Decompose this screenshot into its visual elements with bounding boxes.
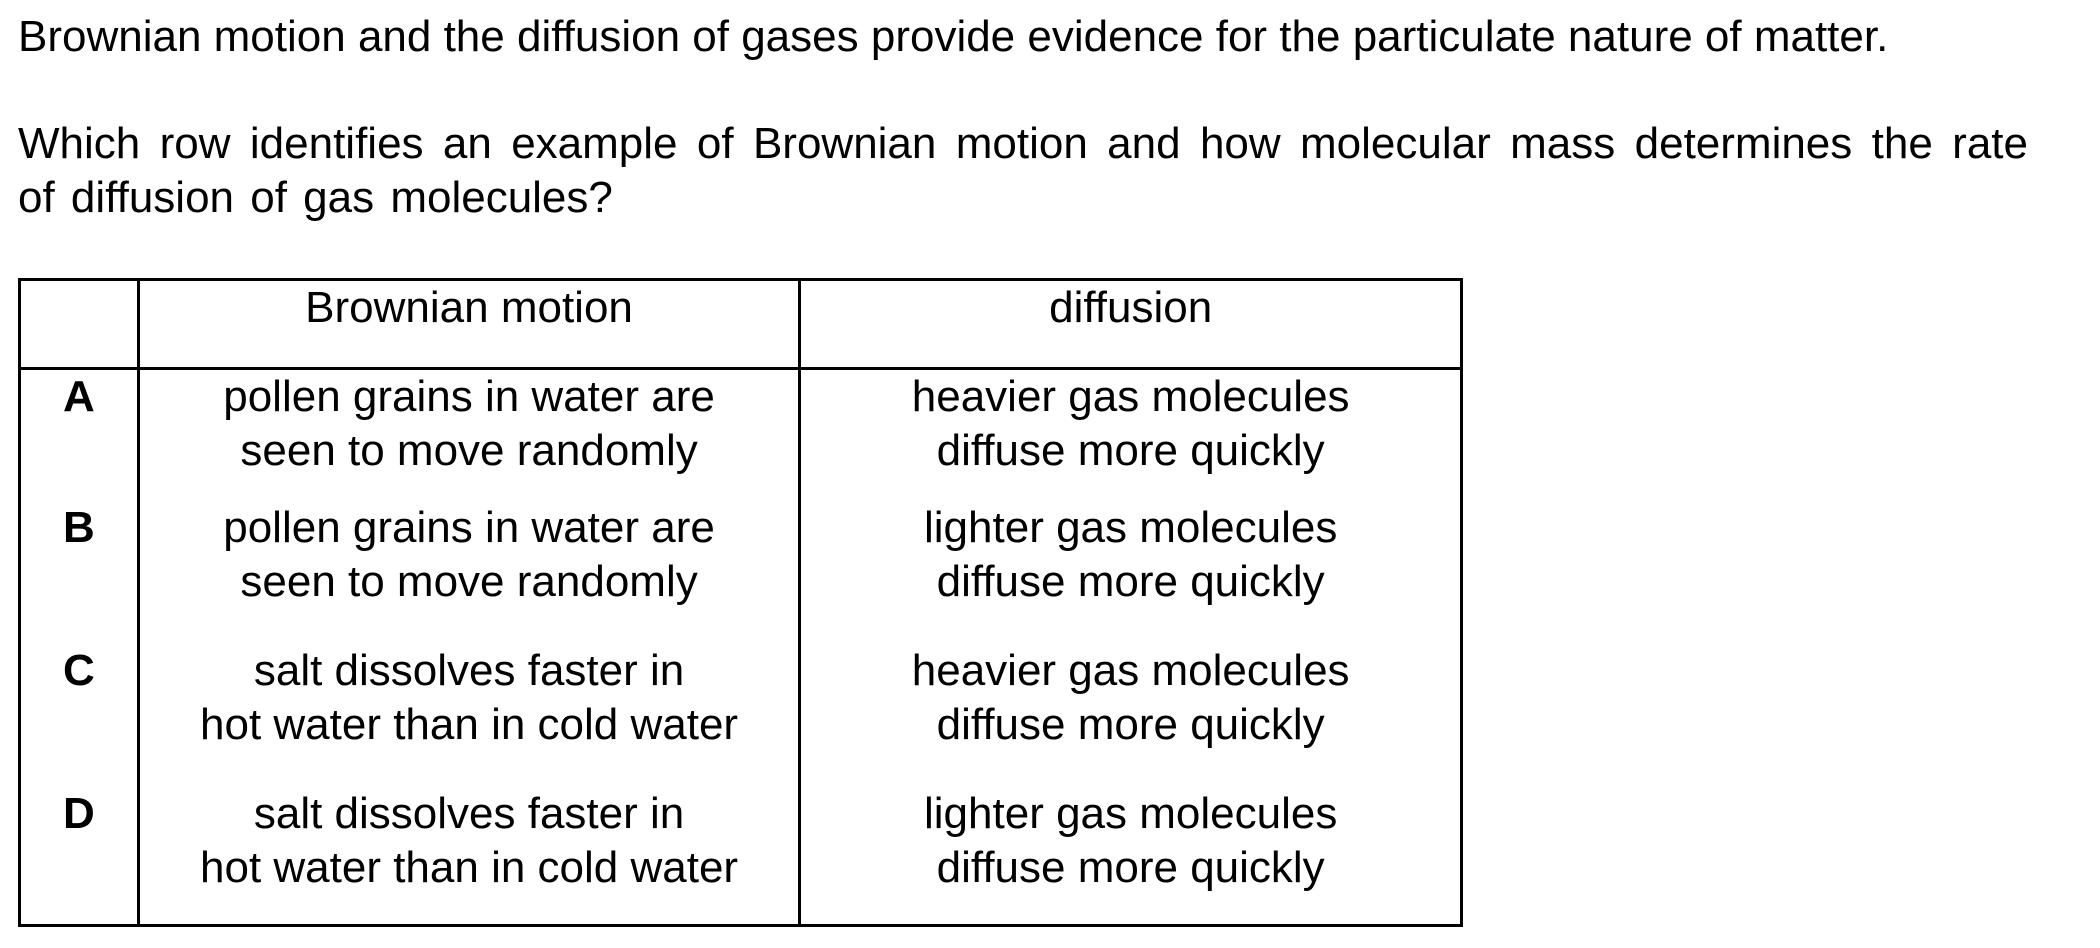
cell-line: pollen grains in water are (223, 372, 715, 421)
brownian-cell: pollen grains in water are seen to move … (136, 501, 802, 644)
brownian-cell: salt dissolves faster in hot water than … (136, 644, 802, 787)
cell-line: diffuse more quickly (936, 557, 1325, 606)
option-key: D (18, 787, 140, 927)
cell-line: salt dissolves faster in (253, 789, 685, 838)
table-header-row: Brownian motion diffusion (18, 278, 1463, 370)
brownian-cell: salt dissolves faster in hot water than … (136, 787, 802, 927)
cell-line: hot water than in cold water (200, 843, 739, 892)
cell-line: seen to move randomly (240, 557, 698, 606)
cell-line: hot water than in cold water (200, 700, 739, 749)
cell-line: lighter gas molecules (924, 789, 1338, 838)
cell-line: pollen grains in water are (223, 503, 715, 552)
cell-line: heavier gas molecules (911, 646, 1350, 695)
option-key: C (18, 644, 140, 787)
question-text: Which row identifies an example of Brown… (18, 119, 2028, 222)
option-row-a[interactable]: A pollen grains in water are seen to mov… (18, 368, 1463, 501)
diffusion-cell: heavier gas molecules diffuse more quick… (798, 368, 1463, 501)
header-diffusion: diffusion (798, 278, 1463, 370)
diffusion-cell: heavier gas molecules diffuse more quick… (798, 644, 1463, 787)
cell-line: salt dissolves faster in (253, 646, 685, 695)
cell-line: diffuse more quickly (936, 426, 1325, 475)
cell-line: seen to move randomly (240, 426, 698, 475)
answer-options-table: Brownian motion diffusion A pollen grain… (18, 278, 1463, 927)
cell-line: heavier gas molecules (911, 372, 1350, 421)
cell-line: diffuse more quickly (936, 700, 1325, 749)
cell-line: diffuse more quickly (936, 843, 1325, 892)
option-row-d[interactable]: D salt dissolves faster in hot water tha… (18, 787, 1463, 927)
cell-line: lighter gas molecules (924, 503, 1338, 552)
option-row-c[interactable]: C salt dissolves faster in hot water tha… (18, 644, 1463, 787)
header-brownian-motion: Brownian motion (136, 278, 802, 370)
question-stem: Brownian motion and the diffusion of gas… (18, 12, 1889, 61)
diffusion-cell: lighter gas molecules diffuse more quick… (798, 787, 1463, 927)
diffusion-cell: lighter gas molecules diffuse more quick… (798, 501, 1463, 644)
option-key: B (18, 501, 140, 644)
header-key-cell (18, 278, 140, 370)
option-key: A (18, 368, 140, 501)
option-row-b[interactable]: B pollen grains in water are seen to mov… (18, 501, 1463, 644)
brownian-cell: pollen grains in water are seen to move … (136, 368, 802, 501)
